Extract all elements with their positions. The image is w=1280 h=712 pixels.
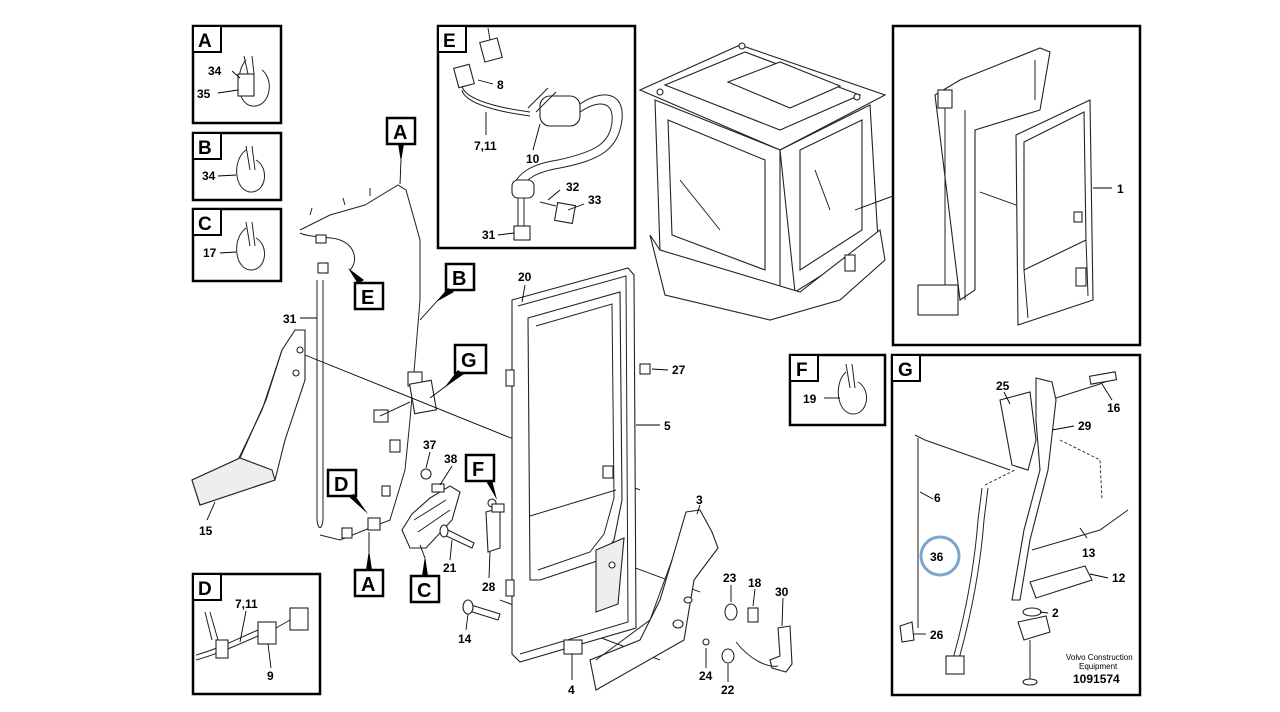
detail-box-e: E 8 7,11 10 32 33 31 xyxy=(436,24,637,250)
callout-a-top-letter: A xyxy=(393,122,407,144)
cable-tie-icon xyxy=(219,221,265,271)
callout-a-top: A xyxy=(385,116,417,185)
brand-line-2: Equipment xyxy=(1079,662,1118,671)
main-exploded-view xyxy=(191,184,793,691)
label-26: 26 xyxy=(930,628,944,642)
cab-overview-illustration xyxy=(638,42,894,321)
label-30: 30 xyxy=(775,585,789,599)
cable-tie-icon xyxy=(824,363,867,415)
wiring-harness-icon xyxy=(453,27,623,241)
label-33: 33 xyxy=(588,193,602,207)
label-13: 13 xyxy=(1082,546,1096,560)
callout-e-letter: E xyxy=(361,287,374,309)
label-10: 10 xyxy=(526,152,540,166)
label-32: 32 xyxy=(566,180,580,194)
label-37: 37 xyxy=(423,438,437,452)
label-6: 6 xyxy=(934,491,941,505)
label-38: 38 xyxy=(444,452,458,466)
label-17: 17 xyxy=(203,246,217,260)
label-7-11-d: 7,11 xyxy=(235,597,258,611)
detail-box-g-letter: G xyxy=(898,360,913,381)
detail-box-e-letter: E xyxy=(443,31,456,52)
callout-a-bottom-letter: A xyxy=(361,574,375,596)
callout-d: D xyxy=(326,468,368,514)
label-20: 20 xyxy=(518,270,532,284)
callout-b: B xyxy=(419,262,476,321)
detail-box-d: D 7,11 9 xyxy=(191,572,322,696)
label-31-e: 31 xyxy=(482,228,496,242)
label-34: 34 xyxy=(208,64,222,78)
callout-f-letter: F xyxy=(472,459,484,481)
label-4: 4 xyxy=(568,683,575,697)
brand-line-1: Volvo Construction xyxy=(1066,653,1133,662)
callout-f: F xyxy=(464,453,497,500)
label-36: 36 xyxy=(930,550,944,564)
label-18: 18 xyxy=(748,576,762,590)
label-19: 19 xyxy=(803,392,817,406)
label-7-11-e: 7,11 xyxy=(474,139,497,153)
label-35: 35 xyxy=(197,87,211,101)
callout-g: G xyxy=(429,343,488,399)
label-15: 15 xyxy=(199,524,213,538)
label-22: 22 xyxy=(721,683,735,697)
callout-d-letter: D xyxy=(334,474,348,496)
callout-g-letter: G xyxy=(461,350,477,372)
detail-box-f: F 19 xyxy=(788,353,887,427)
detail-box-c-letter: C xyxy=(198,214,212,235)
label-3: 3 xyxy=(696,493,703,507)
callout-c: C xyxy=(409,544,441,604)
callout-a-bottom: A xyxy=(353,532,385,598)
detail-box-f-letter: F xyxy=(796,360,808,381)
detail-box-c: C 17 xyxy=(191,207,283,283)
detail-box-door-frame xyxy=(891,24,1142,347)
callout-e: E xyxy=(348,268,385,311)
label-25: 25 xyxy=(996,379,1010,393)
door-handle-mechanism-icon xyxy=(899,371,1129,686)
main-leader-lines xyxy=(206,284,784,682)
callout-c-letter: C xyxy=(417,580,431,602)
label-34-b: 34 xyxy=(202,169,216,183)
label-21: 21 xyxy=(443,561,457,575)
label-28: 28 xyxy=(482,580,496,594)
label-9: 9 xyxy=(267,669,274,683)
callout-b-letter: B xyxy=(452,268,466,290)
cable-tie-clip-icon xyxy=(217,55,270,107)
label-24: 24 xyxy=(699,669,713,683)
detail-box-b: B 34 xyxy=(191,131,283,202)
label-23: 23 xyxy=(723,571,737,585)
detail-box-a-letter: A xyxy=(198,31,212,52)
label-2: 2 xyxy=(1052,606,1059,620)
detail-box-g: G 25 xyxy=(890,353,1142,697)
detail-box-b-letter: B xyxy=(198,138,212,159)
label-27: 27 xyxy=(672,363,686,377)
label-8: 8 xyxy=(497,78,504,92)
label-5: 5 xyxy=(664,419,671,433)
label-16: 16 xyxy=(1107,401,1121,415)
label-1: 1 xyxy=(1117,182,1124,196)
detail-box-a: A 34 35 xyxy=(191,24,283,125)
label-14: 14 xyxy=(458,632,472,646)
document-number: 1091574 xyxy=(1073,672,1120,686)
detail-box-d-letter: D xyxy=(198,579,212,600)
highlight-circle xyxy=(919,535,961,577)
harness-connector-icon xyxy=(195,607,309,669)
cable-tie-icon xyxy=(217,145,265,193)
label-12: 12 xyxy=(1112,571,1126,585)
label-29: 29 xyxy=(1078,419,1092,433)
label-31: 31 xyxy=(283,312,297,326)
